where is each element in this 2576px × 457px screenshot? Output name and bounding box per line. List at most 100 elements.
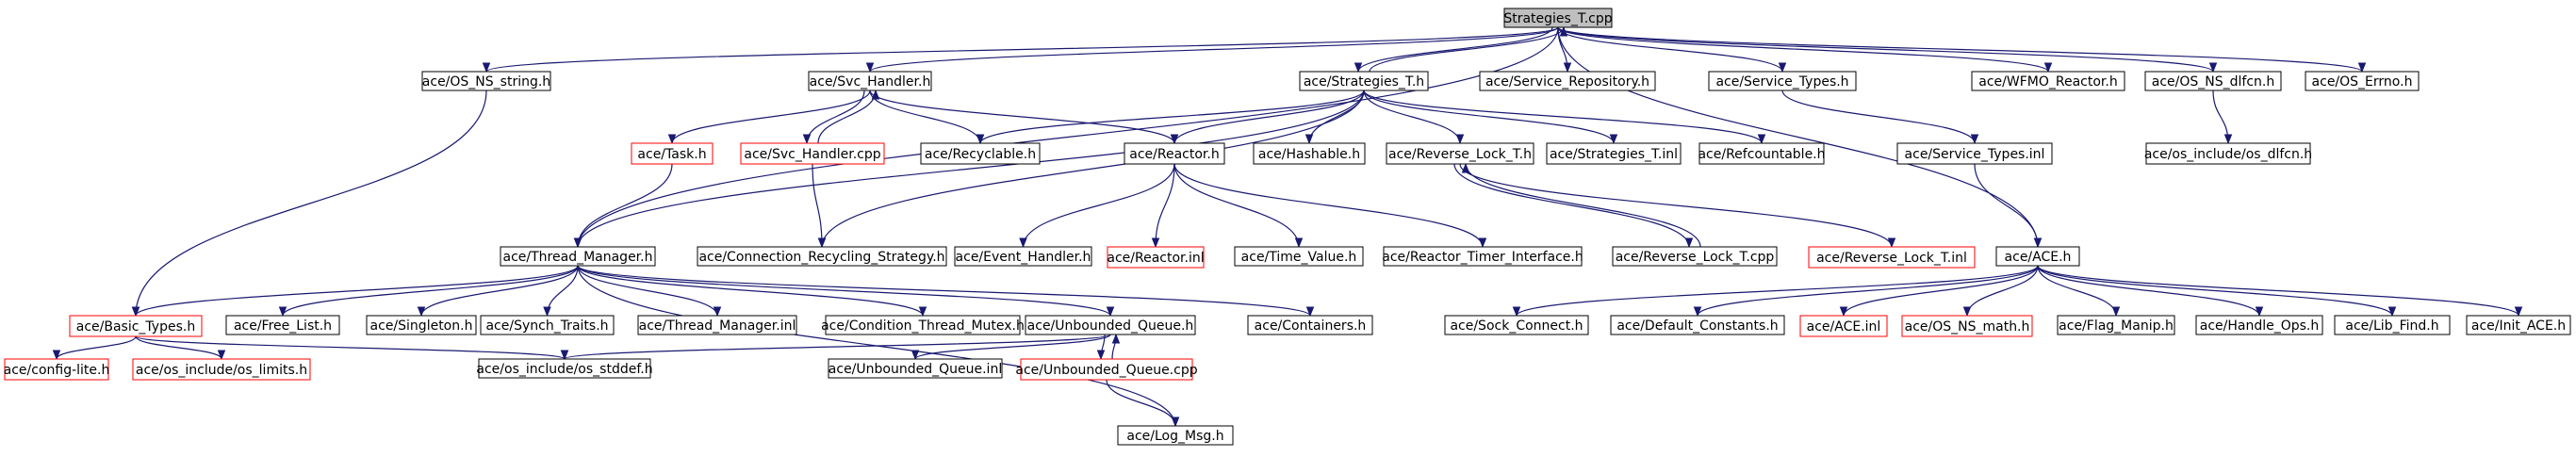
node-box: [825, 315, 1021, 335]
node-handle-ops[interactable]: ace/Handle_Ops.h: [2195, 315, 2323, 335]
node-config-lite[interactable]: ace/config-lite.h: [4, 358, 110, 381]
node-log-msg[interactable]: ace/Log_Msg.h: [1117, 425, 1234, 446]
node-box: [1383, 246, 1583, 267]
edge-strategies_h-to-reactor_h: [1170, 90, 1365, 145]
edge-strategies_h-to-reverse_lock_h: [1363, 90, 1465, 145]
node-box: [421, 71, 551, 91]
edge-strategies_h-to-thread_manager_h: [573, 90, 1365, 249]
node-box: [69, 315, 203, 337]
node-box: [1234, 246, 1364, 267]
node-flag-manip[interactable]: ace/Flag_Manip.h: [2057, 315, 2175, 335]
node-reverse-lock-h[interactable]: ace/Reverse_Lock_T.h: [1386, 142, 1534, 165]
edge-ace_h-to-os_ns_math: [1962, 265, 2039, 318]
node-unbounded-queue-inl[interactable]: ace/Unbounded_Queue.inl: [828, 358, 1003, 379]
node-unbounded-queue-cpp[interactable]: ace/Unbounded_Queue.cpp: [1015, 358, 1198, 381]
edge-ace_h-to-init_ace: [2037, 265, 2523, 318]
node-os-ns-string[interactable]: ace/OS_NS_string.h: [421, 71, 551, 91]
edge-reactor_h-to-reactor_timer: [1173, 163, 1487, 249]
edge-unbounded_queue_cpp-to-log_msg: [1106, 379, 1180, 428]
node-free-list[interactable]: ace/Free_List.h: [225, 315, 340, 335]
node-hashable[interactable]: ace/Hashable.h: [1253, 142, 1366, 165]
node-label: ace/Free_List.h: [234, 318, 332, 334]
node-ace-inl[interactable]: ace/ACE.inl: [1799, 315, 1888, 337]
node-label: ace/Default_Constants.h: [1616, 318, 1778, 334]
node-label: ace/OS_Errno.h: [2312, 74, 2413, 90]
node-time-value[interactable]: ace/Time_Value.h: [1234, 246, 1364, 267]
edge-unbounded_queue_cpp-to-unbounded_queue_h: [1111, 333, 1121, 360]
node-sock-connect[interactable]: ace/Sock_Connect.h: [1444, 315, 1589, 335]
node-label: ace/ACE.h: [2005, 250, 2072, 265]
node-synch-traits[interactable]: ace/Synch_Traits.h: [480, 315, 615, 335]
node-thread-manager-h[interactable]: ace/Thread_Manager.h: [500, 246, 656, 267]
node-label: ace/Thread_Manager.h: [503, 250, 653, 265]
node-event-handler[interactable]: ace/Event_Handler.h: [954, 246, 1092, 267]
edge-thread_manager_h-to-synch_traits: [543, 265, 579, 318]
edge-reverse_lock_cpp-to-reverse_lock_h: [1461, 162, 1701, 248]
edge-svc_handler_cpp-to-connection_recycling: [812, 163, 827, 249]
edge-thread_manager_h-to-free_list: [278, 265, 579, 318]
node-thread-manager-inl[interactable]: ace/Thread_Manager.inl: [637, 315, 797, 335]
node-label: ace/Log_Msg.h: [1126, 429, 1223, 444]
edge-strategies_cpp-to-svc_handler_h: [865, 26, 1559, 73]
edge-basic_types-to-config_lite: [52, 335, 137, 361]
node-box: [954, 246, 1092, 267]
node-os-errno[interactable]: ace/OS_Errno.h: [2305, 71, 2420, 91]
node-strategies-h[interactable]: ace/Strategies_T.h: [1299, 71, 1429, 91]
node-reverse-lock-cpp[interactable]: ace/Reverse_Lock_T.cpp: [1612, 246, 1778, 267]
edge-ace_h-to-lib_find: [2037, 265, 2397, 318]
edge-svc_handler_h-to-svc_handler_cpp: [802, 90, 865, 145]
node-wfmo-reactor[interactable]: ace/WFMO_Reactor.h: [1971, 71, 2125, 91]
node-box: [1117, 425, 1234, 446]
node-reactor-timer[interactable]: ace/Reactor_Timer_Interface.h: [1382, 246, 1583, 267]
node-box: [1799, 315, 1888, 337]
node-service-types-inl[interactable]: ace/Service_Types.inl: [1896, 142, 2053, 165]
edge-thread_manager_h-to-containers: [577, 265, 1315, 318]
edge-ace_h-to-ace_inl: [1839, 265, 2039, 318]
node-condition-thread-mutex[interactable]: ace/Condition_Thread_Mutex.h: [821, 315, 1025, 335]
node-label: ace/os_include/os_stddef.h: [476, 362, 652, 377]
node-unbounded-queue-h[interactable]: ace/Unbounded_Queue.h: [1025, 315, 1196, 335]
node-strategies-cpp[interactable]: Strategies_T.cpp: [1503, 8, 1613, 28]
node-label: ace/Event_Handler.h: [956, 250, 1091, 265]
node-box: [697, 246, 947, 267]
node-service-repository[interactable]: ace/Service_Repository.h: [1479, 71, 1656, 91]
node-box: [4, 358, 109, 381]
node-os-include-dlfcn[interactable]: ace/os_include/os_dlfcn.h: [2144, 142, 2312, 165]
node-containers[interactable]: ace/Containers.h: [1247, 315, 1373, 335]
node-os-ns-dlfcn[interactable]: ace/OS_NS_dlfcn.h: [2144, 71, 2282, 91]
node-box: [1708, 71, 1857, 91]
node-box: [1020, 358, 1193, 381]
node-box: [2305, 71, 2420, 91]
node-singleton[interactable]: ace/Singleton.h: [366, 315, 477, 335]
node-reverse-lock-inl[interactable]: ace/Reverse_Lock_T.inl: [1808, 246, 1976, 269]
node-box: [2144, 71, 2282, 91]
node-os-stddef[interactable]: ace/os_include/os_stddef.h: [476, 358, 653, 379]
node-recyclable[interactable]: ace/Recyclable.h: [920, 142, 1041, 165]
node-lib-find[interactable]: ace/Lib_Find.h: [2334, 315, 2451, 335]
node-reactor-h[interactable]: ace/Reactor.h: [1124, 142, 1225, 165]
node-init-ace[interactable]: ace/Init_ACE.h: [2466, 315, 2571, 335]
edge-strategies_h-to-strategies_inl: [1363, 90, 1618, 145]
node-basic-types[interactable]: ace/Basic_Types.h: [69, 315, 203, 337]
node-connection-recycling[interactable]: ace/Connection_Recycling_Strategy.h: [697, 246, 947, 267]
node-box: [920, 142, 1041, 165]
edge-service_types_inl-to-ace_h: [1974, 163, 2043, 249]
node-label: ace/Strategies_T.h: [1304, 74, 1424, 90]
node-task-h[interactable]: ace/Task.h: [631, 142, 714, 165]
node-label: ace/Task.h: [637, 147, 706, 162]
node-label: ace/config-lite.h: [4, 363, 110, 378]
edge-unbounded_queue_h-to-os_stddef: [561, 334, 1111, 361]
node-label: ace/Init_ACE.h: [2471, 318, 2566, 334]
node-refcountable[interactable]: ace/Refcountable.h: [1698, 142, 1826, 165]
node-os-ns-math[interactable]: ace/OS_NS_math.h: [1901, 315, 2033, 337]
node-svc-handler-h[interactable]: ace/Svc_Handler.h: [808, 71, 932, 91]
node-svc-handler-cpp[interactable]: ace/Svc_Handler.cpp: [740, 142, 885, 165]
node-service-types-h[interactable]: ace/Service_Types.h: [1708, 71, 1857, 91]
edge-ace_h-to-default_constants: [1693, 265, 2039, 318]
edge-reverse_lock_h-to-reverse_lock_inl: [1459, 163, 1896, 249]
node-ace-h[interactable]: ace/ACE.h: [1995, 246, 2080, 267]
node-strategies-inl[interactable]: ace/Strategies_T.inl: [1546, 142, 1682, 165]
node-os-limits[interactable]: ace/os_include/os_limits.h: [132, 358, 311, 381]
node-reactor-inl[interactable]: ace/Reactor.inl: [1107, 246, 1205, 269]
node-default-constants[interactable]: ace/Default_Constants.h: [1610, 315, 1785, 335]
